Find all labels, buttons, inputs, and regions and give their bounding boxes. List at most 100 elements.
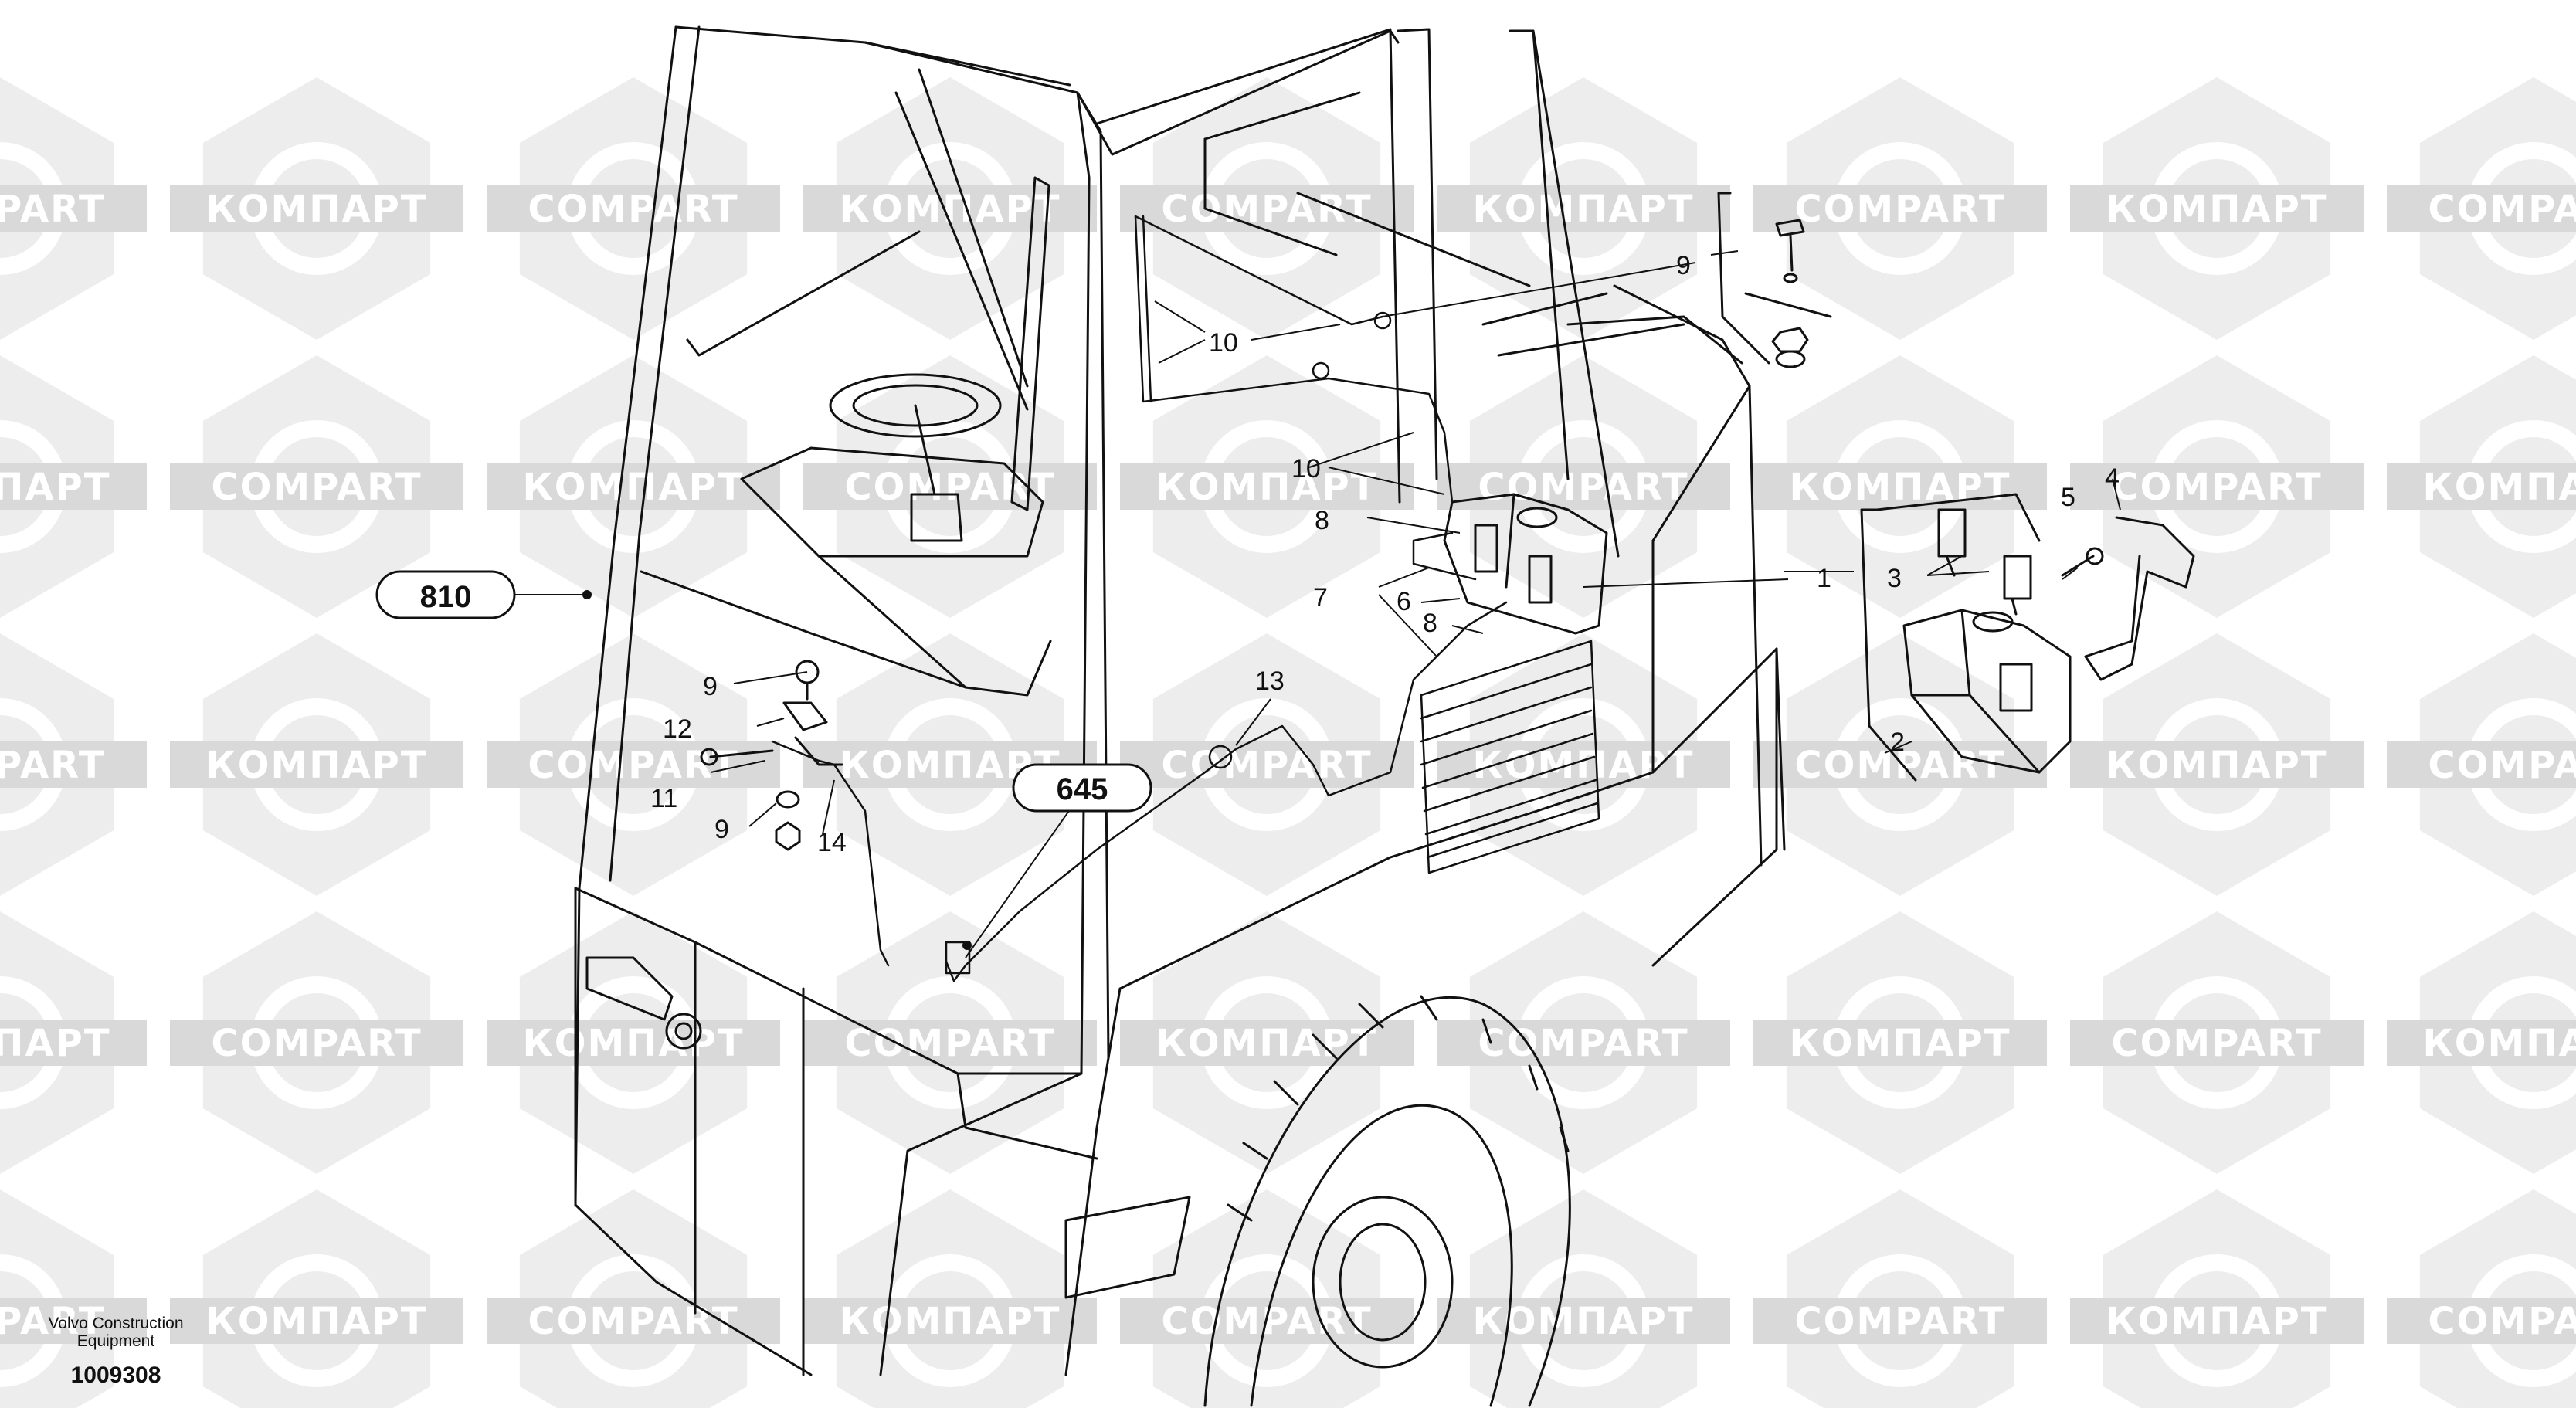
watermark-text: КОМПАРТ [1472, 744, 1694, 787]
watermark-band [0, 1020, 147, 1066]
watermark-text: КОМПАРТ [0, 1022, 111, 1065]
callout-1: 1 [1817, 564, 1831, 593]
steering-wheel [829, 373, 1002, 542]
detail-washer-kit [1860, 493, 2195, 782]
watermark-band [487, 741, 780, 788]
watermark-text: COMPART [844, 1022, 1055, 1065]
watermark-text: КОМПАРТ [522, 466, 744, 509]
callout-12: 12 [663, 714, 692, 744]
watermark-band [170, 185, 463, 232]
watermark-band [1437, 463, 1730, 510]
watermark-band [170, 463, 463, 510]
callout-4: 4 [2105, 463, 2120, 493]
reference-810-label: 810 [420, 580, 472, 614]
footer-branding: Volvo Construction Equipment 1009308 [48, 1315, 183, 1388]
watermark-band [2387, 741, 2576, 788]
watermark-band [0, 1298, 147, 1344]
watermark-text: COMPART [2428, 744, 2576, 787]
watermark-text: КОМПАРТ [1156, 1022, 1377, 1065]
watermark-band [1753, 185, 2047, 232]
watermark-band [1120, 741, 1414, 788]
callout-6: 6 [1397, 587, 1411, 616]
detail-fastener-group [1717, 192, 1832, 368]
wiper-blade [894, 68, 1050, 511]
watermark-band [170, 741, 463, 788]
watermark-text: COMPART [0, 188, 106, 231]
watermark-text: COMPART [844, 466, 1055, 509]
watermark-band [2070, 1020, 2364, 1066]
watermark-text: КОМПАРТ [205, 188, 427, 231]
watermark-band [1753, 1020, 2047, 1066]
watermark-text: КОМПАРТ [2106, 744, 2327, 787]
watermark-band [1437, 185, 1730, 232]
watermark-band [803, 1020, 1097, 1066]
watermark-band [2070, 185, 2364, 232]
watermark-text: КОМПАРТ [2106, 188, 2327, 231]
brand-line-2: Equipment [77, 1332, 155, 1350]
watermark-band [1437, 741, 1730, 788]
watermark-text: COMPART [1794, 744, 2005, 787]
watermark-text: КОМПАРТ [2422, 1022, 2576, 1065]
callout-13: 13 [1255, 667, 1285, 696]
watermark-text: COMPART [211, 466, 422, 509]
watermark-text: COMPART [1794, 188, 2005, 231]
watermark-band [1120, 185, 1414, 232]
watermark-band [2070, 741, 2364, 788]
watermark-band [803, 1298, 1097, 1344]
watermark-band [487, 185, 780, 232]
watermark-text: COMPART [1478, 466, 1688, 509]
callout-9c: 9 [714, 815, 729, 844]
watermark-band [170, 1020, 463, 1066]
callout-10a: 10 [1209, 328, 1238, 358]
callout-7: 7 [1313, 583, 1328, 612]
watermark-layer: COMPART КОМПАРТ COMPART КОМПАРТ COMPART КОМПА… [0, 77, 2576, 1408]
watermark-text: КОМПАРТ [1472, 188, 1694, 231]
drawing-number: 1009308 [71, 1362, 161, 1388]
brand-line-1: Volvo Construction [48, 1315, 183, 1332]
watermark-text: КОМПАРТ [2106, 1300, 2327, 1343]
rear-wheel [1203, 995, 1571, 1407]
chassis [574, 887, 1191, 1376]
watermark-text: КОМПАРТ [1156, 466, 1377, 509]
seat [640, 446, 1052, 697]
callout-8a: 8 [1315, 506, 1329, 535]
reference-810[interactable]: 810 [375, 570, 516, 619]
callout-2: 2 [1890, 728, 1905, 757]
watermark-band [0, 463, 147, 510]
watermark-text: COMPART [528, 188, 738, 231]
rear-grille [1420, 640, 1600, 874]
watermark-band [487, 1020, 780, 1066]
callout-9b: 9 [703, 672, 718, 701]
watermark-text: КОМПАРТ [839, 1300, 1061, 1343]
left-nozzle-bracket [700, 660, 843, 851]
watermark-band [0, 185, 147, 232]
watermark-band [487, 463, 780, 510]
watermark-band [170, 1298, 463, 1344]
watermark-text: COMPART [528, 1300, 738, 1343]
watermark-band [0, 741, 147, 788]
leader-lines [514, 250, 2121, 958]
watermark-text: COMPART [0, 1300, 106, 1343]
watermark-band [2387, 185, 2576, 232]
cab-frame [574, 25, 1786, 1376]
callout-5: 5 [2061, 483, 2075, 512]
watermark-text: КОМПАРТ [1789, 466, 2011, 509]
callout-14: 14 [817, 828, 847, 857]
watermark-text: COMPART [1478, 1022, 1688, 1065]
reference-645[interactable]: 645 [1012, 763, 1152, 813]
watermark-band [2387, 463, 2576, 510]
watermark-text: КОМПАРТ [205, 744, 427, 787]
watermark-band [2387, 1298, 2576, 1344]
watermark-band [1120, 463, 1414, 510]
callout-8b: 8 [1423, 609, 1437, 638]
watermark-text: COMPART [1794, 1300, 2005, 1343]
watermark-text: КОМПАРТ [1789, 1022, 2011, 1065]
watermark-text: COMPART [0, 744, 106, 787]
watermark-text: КОМПАРТ [205, 1300, 427, 1343]
watermark-text: КОМПАРТ [2422, 466, 2576, 509]
handle-rail [686, 230, 921, 357]
watermark-text: COMPART [2428, 188, 2576, 231]
callout-9a: 9 [1676, 251, 1691, 280]
